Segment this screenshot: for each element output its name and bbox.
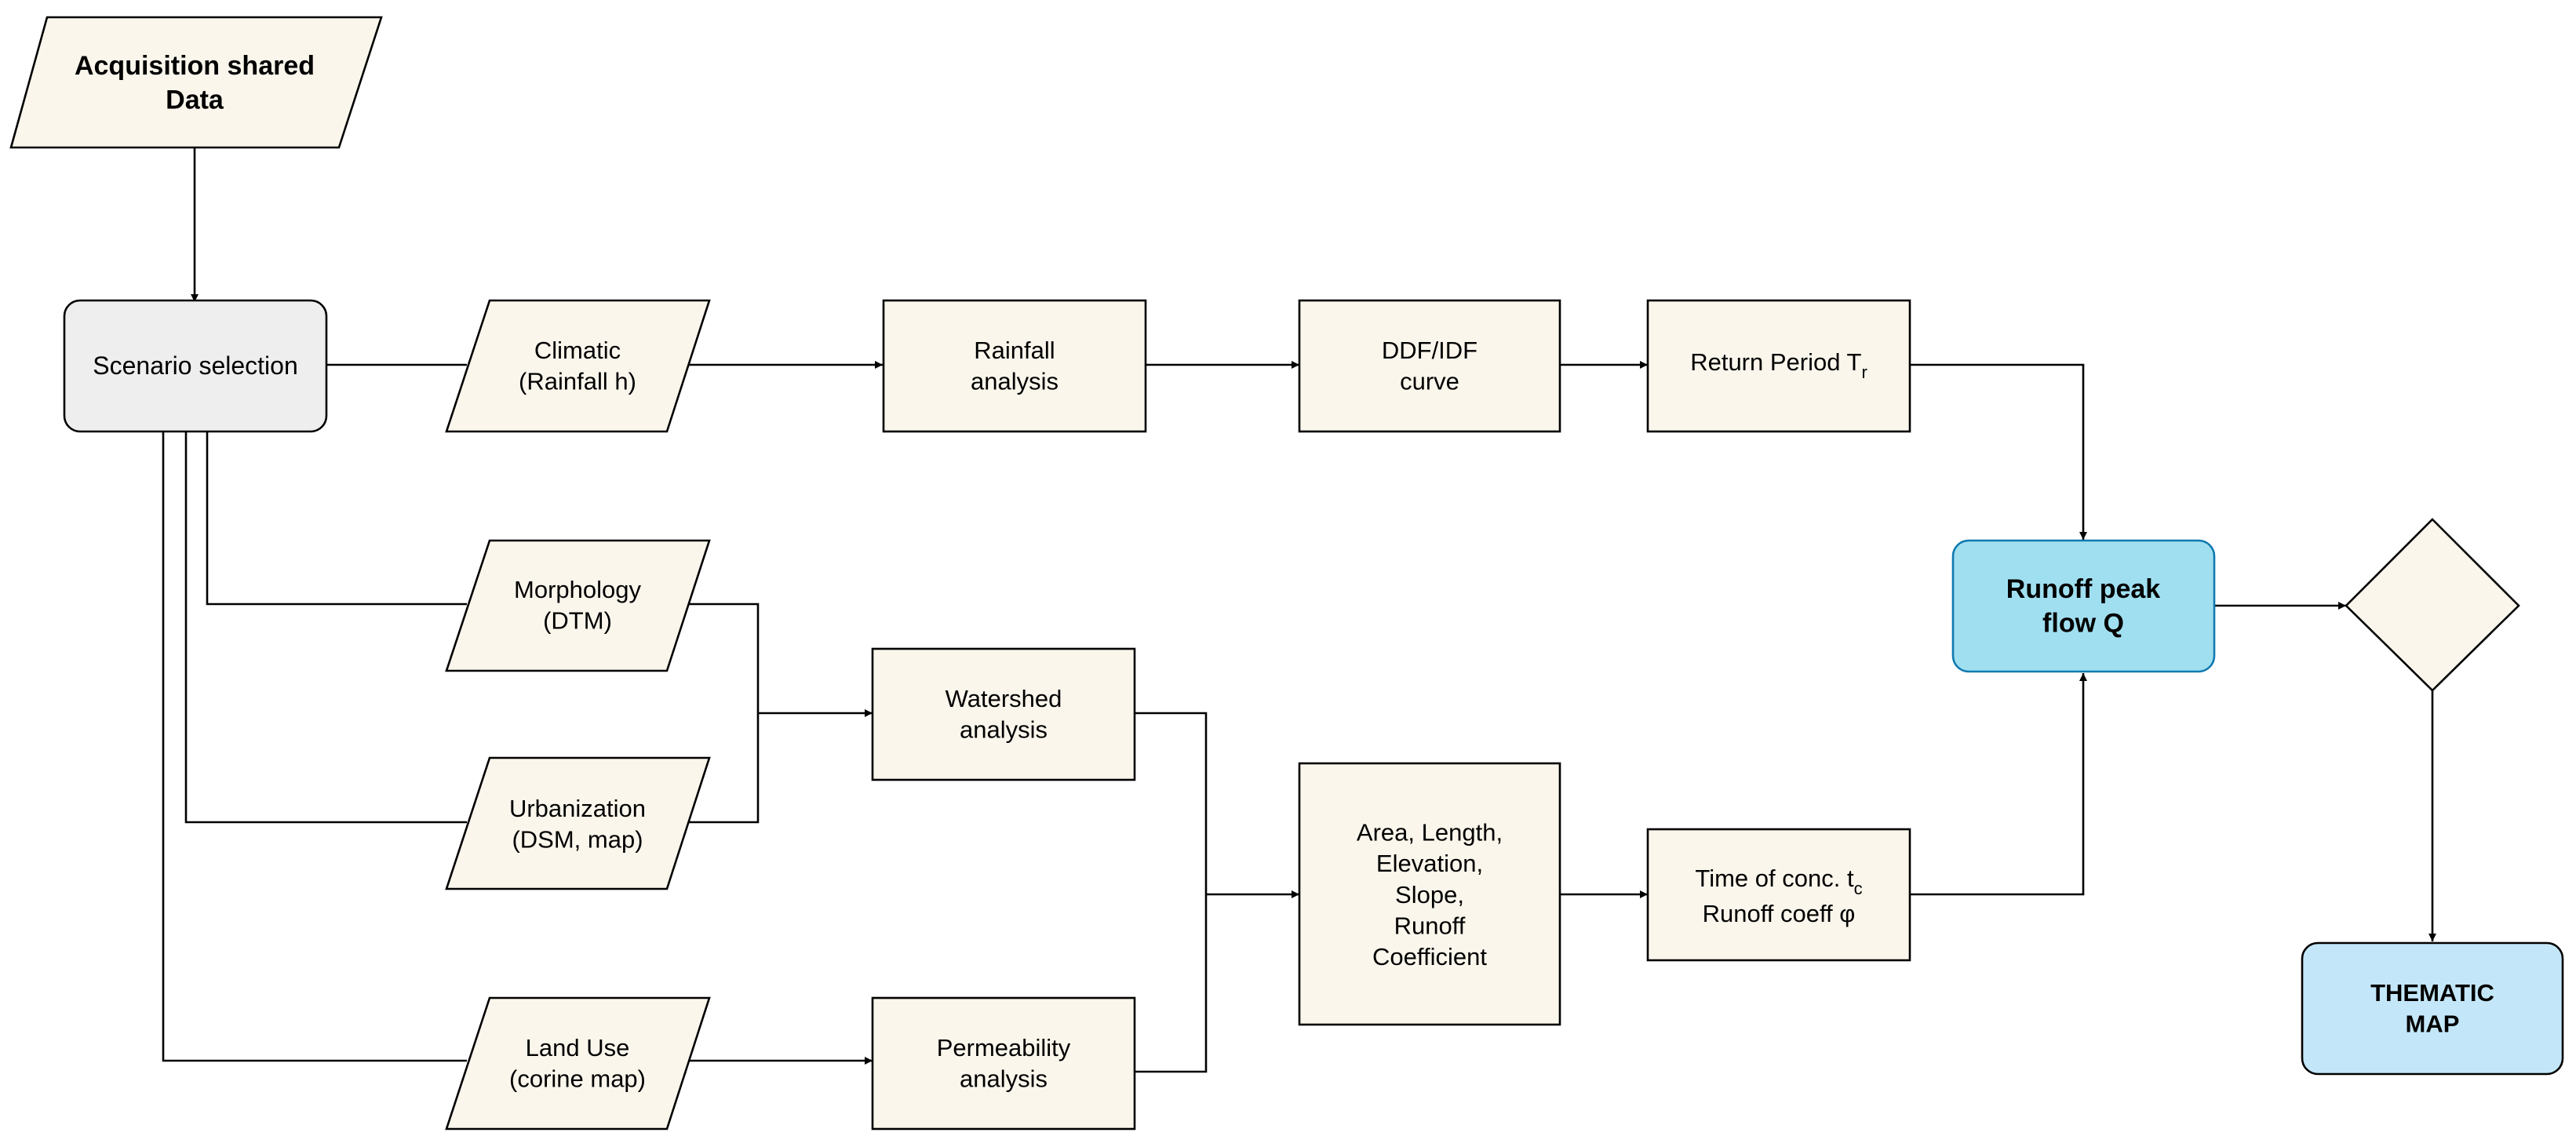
return-period-label: Return Period Tr bbox=[1690, 348, 1867, 382]
node-permeability-analysis: Permeability analysis bbox=[871, 996, 1136, 1131]
runoff-box bbox=[1951, 539, 2216, 673]
label-line: Watershed bbox=[946, 685, 1062, 712]
label-line: Climatic bbox=[534, 337, 621, 364]
scenario-label: Scenario selection bbox=[93, 351, 297, 380]
label-line: DDF/IDF bbox=[1382, 337, 1477, 364]
label-line: Coefficient bbox=[1372, 943, 1487, 970]
morphology-parallelogram bbox=[445, 539, 711, 672]
line-morphology-to-watershed bbox=[685, 603, 760, 713]
node-urbanization: Urbanization (DSM, map) bbox=[445, 756, 711, 890]
label-line: Rainfall bbox=[974, 337, 1055, 364]
line-watershed-to-parameters bbox=[1134, 712, 1208, 894]
label-line: analysis bbox=[960, 716, 1048, 744]
time-conc-label: Time of conc. tc bbox=[1695, 865, 1862, 898]
node-climatic: Climatic (Rainfall h) bbox=[445, 299, 711, 433]
label-line: (Rainfall h) bbox=[519, 368, 636, 395]
label-line: Area, Length, bbox=[1357, 819, 1503, 847]
decision-diamond bbox=[2345, 518, 2520, 692]
label-line: Scenario selection bbox=[93, 351, 297, 380]
node-watershed-analysis: Watershed analysis bbox=[871, 647, 1136, 781]
thematic-map-label: THEMATIC MAP bbox=[2370, 979, 2494, 1038]
rainfall-label: Rainfall analysis bbox=[971, 337, 1058, 395]
label-line: (corine map) bbox=[509, 1065, 646, 1093]
label-line: analysis bbox=[960, 1065, 1048, 1093]
permeability-box bbox=[871, 996, 1136, 1131]
label-line: Morphology bbox=[514, 576, 641, 603]
label-line: curve bbox=[1400, 368, 1459, 395]
label-line: (DSM, map) bbox=[512, 826, 643, 854]
node-land-use: Land Use (corine map) bbox=[445, 996, 711, 1131]
label-line: flow Q bbox=[2042, 609, 2124, 639]
climatic-label: Climatic (Rainfall h) bbox=[519, 337, 636, 395]
node-morphology: Morphology (DTM) bbox=[445, 539, 711, 672]
label-line: Slope, bbox=[1395, 881, 1464, 908]
ddf-label: DDF/IDF curve bbox=[1382, 337, 1477, 395]
arrow-time-conc-to-runoff bbox=[1910, 673, 2087, 896]
node-ddf-idf-curve: DDF/IDF curve bbox=[1298, 299, 1561, 433]
runoff-label: Runoff peak flow Q bbox=[2006, 574, 2161, 639]
urbanization-parallelogram bbox=[445, 756, 711, 890]
label-line: (DTM) bbox=[543, 607, 612, 635]
runoff-coeff-label: Runoff coeff φ bbox=[1703, 900, 1856, 927]
land-use-parallelogram bbox=[445, 996, 711, 1131]
node-runoff-peak-flow: Runoff peak flow Q bbox=[1951, 539, 2216, 673]
label-line: Urbanization bbox=[509, 795, 646, 822]
label-line: analysis bbox=[971, 368, 1058, 395]
label-line: Runoff peak bbox=[2006, 574, 2161, 604]
connectors bbox=[162, 147, 2436, 1073]
label-line: MAP bbox=[2406, 1010, 2460, 1038]
time-conc-box bbox=[1646, 828, 1911, 962]
morphology-label: Morphology (DTM) bbox=[514, 576, 641, 635]
node-decision bbox=[2345, 518, 2520, 692]
node-scenario-selection[interactable]: Scenario selection bbox=[63, 299, 328, 433]
line-scenario-to-urbanization bbox=[184, 431, 467, 824]
line-urbanization-to-watershed bbox=[685, 713, 760, 824]
line-scenario-to-morphology bbox=[206, 431, 467, 606]
label-line: Land Use bbox=[526, 1034, 630, 1061]
land-use-label: Land Use (corine map) bbox=[509, 1034, 646, 1093]
urbanization-label: Urbanization (DSM, map) bbox=[509, 795, 646, 854]
line-permeability-to-parameters bbox=[1134, 894, 1208, 1073]
rainfall-box bbox=[882, 299, 1147, 433]
arrow-return-period-to-runoff bbox=[1910, 363, 2087, 540]
acquisition-parallelogram bbox=[9, 16, 383, 149]
watershed-box bbox=[871, 647, 1136, 781]
label-line: Permeability bbox=[937, 1034, 1071, 1061]
scenario-box bbox=[63, 299, 328, 433]
return-period-box bbox=[1646, 299, 1911, 433]
node-thematic-map: THEMATIC MAP bbox=[2301, 941, 2564, 1076]
label-line: THEMATIC bbox=[2370, 979, 2494, 1007]
label-line: Acquisition shared bbox=[75, 51, 315, 81]
label-line: Runoff bbox=[1394, 912, 1466, 940]
ddf-box bbox=[1298, 299, 1561, 433]
node-time-of-concentration: Time of conc. tc Runoff coeff φ bbox=[1646, 828, 1911, 962]
thematic-map-box bbox=[2301, 941, 2564, 1076]
climatic-parallelogram bbox=[445, 299, 711, 433]
node-rainfall-analysis: Rainfall analysis bbox=[882, 299, 1147, 433]
label-line: Elevation, bbox=[1376, 850, 1483, 877]
watershed-label: Watershed analysis bbox=[946, 685, 1062, 744]
permeability-label: Permeability analysis bbox=[937, 1034, 1071, 1093]
parameters-box bbox=[1298, 762, 1561, 1026]
line-scenario-to-land-use bbox=[162, 431, 467, 1062]
label-line: Data bbox=[166, 86, 224, 115]
node-return-period: Return Period Tr bbox=[1646, 299, 1911, 433]
